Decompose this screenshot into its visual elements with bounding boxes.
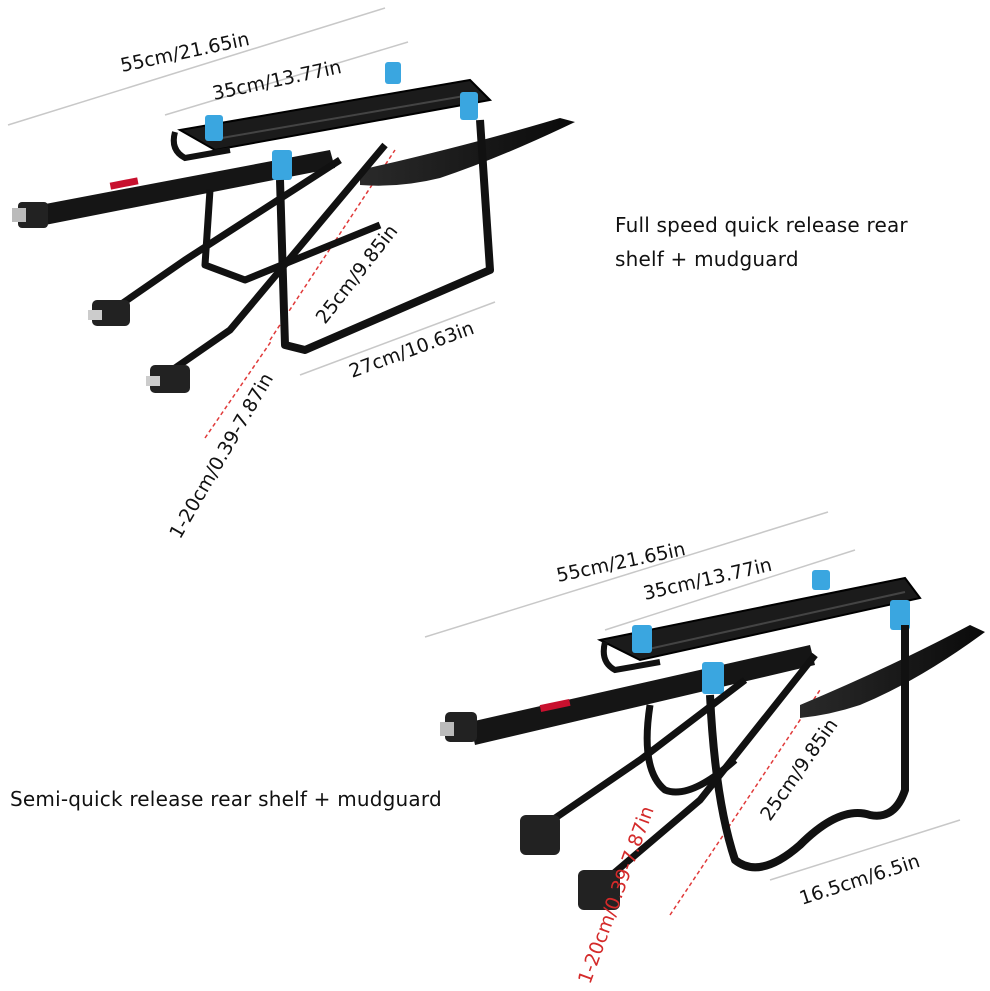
strut-b-2 [543, 677, 748, 828]
clip-a-3 [460, 92, 478, 120]
dim-line-width-a [299, 301, 496, 376]
caption-semi-quick: Semi-quick release rear shelf + mudguard [10, 787, 442, 811]
leg-frame-b [706, 625, 909, 872]
clip-a-1 [205, 115, 223, 141]
clip-b-4 [702, 662, 724, 694]
platform-b [596, 576, 922, 662]
clip-b-3 [890, 600, 910, 630]
mudguard-b [800, 625, 985, 718]
main-bar-b [470, 645, 815, 745]
dim-height-b: 25cm/9.85in [756, 715, 842, 825]
caption-full-speed: Full speed quick release rear shelf + mu… [615, 213, 908, 271]
dim-line-total-a [7, 7, 386, 126]
main-bar-a [40, 150, 335, 225]
leg-frame-a [276, 119, 494, 354]
reflector-b [539, 698, 571, 713]
clip-a-2 [385, 62, 401, 84]
clip-a-4 [272, 150, 292, 180]
dim-line-platform-b [604, 549, 856, 631]
clip-b-2 [812, 570, 830, 590]
dim-line-platform-a [164, 41, 409, 116]
frame-clamp-b-2 [578, 870, 620, 910]
dim-line-height-b [669, 689, 821, 916]
dim-line-total-b [424, 511, 829, 638]
dim-line-adjust-a [204, 339, 273, 439]
dim-adjust-a: 1-20cm/0.39-7.87in [165, 369, 278, 542]
dim-platform-a: 35cm/13.77in [210, 56, 343, 105]
strut-a-1 [163, 142, 388, 378]
reflector-a [109, 177, 139, 190]
frame-clamp-b-1 [520, 815, 560, 855]
rack-b: 55cm/21.65in 35cm/13.77in 25cm/9.85in 16… [424, 511, 985, 987]
dim-width-b: 16.5cm/6.5in [797, 850, 923, 910]
clip-b-1 [632, 625, 652, 653]
strut-b-1 [597, 652, 818, 888]
strut-a-2 [118, 157, 342, 308]
mudguard-a [360, 118, 575, 186]
dim-line-width-b [769, 819, 961, 881]
rack-a: 55cm/21.65in 35cm/13.77in 25cm/9.85in 27… [7, 7, 575, 543]
